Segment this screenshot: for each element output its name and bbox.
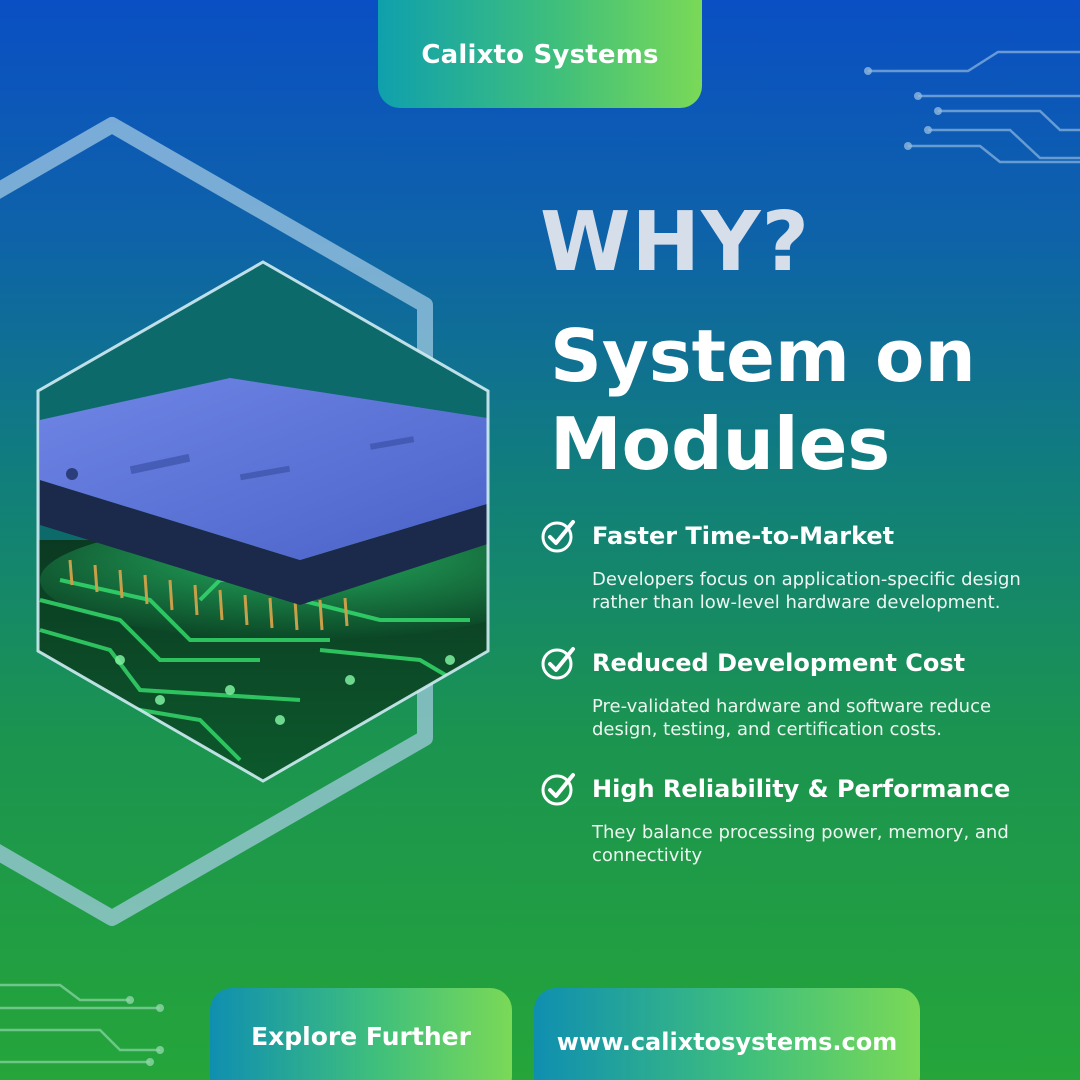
benefit-description: Developers focus on application-specific… — [592, 569, 1021, 613]
explore-further-label: Explore Further — [251, 1022, 471, 1051]
benefit-title: Reduced Development Cost — [592, 649, 966, 677]
benefit-description: Pre-validated hardware and software redu… — [592, 696, 992, 740]
outer-hexagon-frame — [0, 117, 433, 926]
benefit-description: They balance processing power, memory, a… — [592, 822, 1009, 866]
explore-further-button[interactable]: Explore Further — [210, 988, 512, 1080]
website-url: www.calixtosystems.com — [556, 1028, 898, 1056]
check-circle-icon — [541, 647, 575, 680]
brand-tab: Calixto Systems — [378, 0, 702, 108]
website-link[interactable]: www.calixtosystems.com — [534, 988, 920, 1080]
benefit-title: Faster Time-to-Market — [592, 522, 895, 550]
brand-name: Calixto Systems — [421, 40, 659, 70]
benefit-title: High Reliability & Performance — [592, 775, 1011, 803]
headline-line-1: System on — [550, 314, 976, 398]
check-circle-icon — [541, 520, 575, 553]
circuit-trace-top-right — [868, 50, 1080, 164]
inner-hexagon-frame — [36, 260, 490, 783]
chip-image — [38, 262, 488, 781]
headline-line-2: Modules — [550, 402, 891, 486]
why-kicker: WHY? — [540, 195, 811, 290]
page-title: System on Modules — [550, 312, 1070, 488]
check-circle-icon — [541, 773, 575, 806]
circuit-trace-bottom-left — [0, 983, 160, 1064]
